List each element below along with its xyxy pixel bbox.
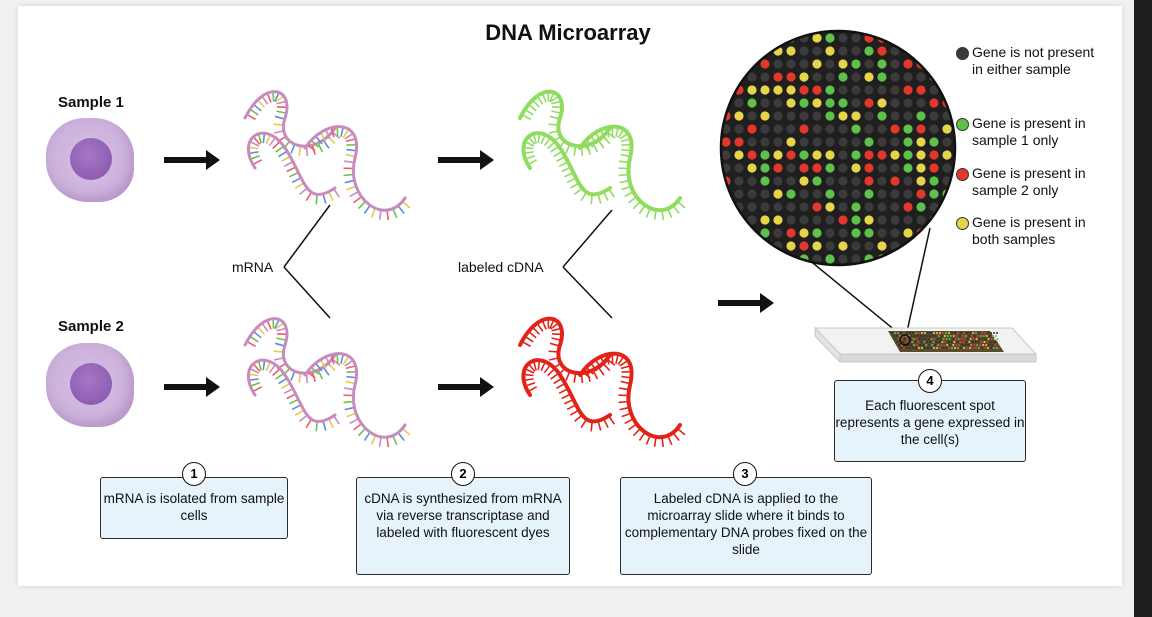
step-1-number: 1 — [182, 462, 206, 486]
step-1-box: mRNA is isolated from sample cells — [100, 477, 288, 539]
legend-item-sample2: Gene is present in sample 2 only — [956, 165, 1106, 199]
mrna-pointer-bottom — [283, 266, 331, 319]
mrna-pointer-top — [283, 204, 331, 268]
microarray-slide — [813, 326, 1038, 364]
nucleus — [70, 363, 112, 405]
cdna-pointer-bottom — [562, 266, 613, 319]
legend-dot-icon — [956, 168, 969, 181]
step-4-text: Each fluorescent spot represents a gene … — [835, 398, 1025, 447]
arrow-right-icon — [438, 377, 494, 397]
step-1-text: mRNA is isolated from sample cells — [103, 491, 285, 523]
page-title: DNA Microarray — [485, 20, 651, 45]
arrow-right-icon — [438, 150, 494, 170]
arrow-right-icon — [164, 150, 220, 170]
sample-2-cell — [46, 343, 134, 427]
legend-dot-icon — [956, 217, 969, 230]
strands-group — [243, 89, 686, 448]
sample-1-cell — [46, 118, 134, 202]
legend-dot-icon — [956, 47, 969, 60]
scrollbar[interactable] — [1134, 0, 1152, 617]
step-4-number: 4 — [918, 369, 942, 393]
step-2-number: 2 — [451, 462, 475, 486]
step-2-box: cDNA is synthesized from mRNA via revers… — [356, 477, 570, 575]
legend-item-sample1: Gene is present in sample 1 only — [956, 115, 1106, 149]
sample-1-label: Sample 1 — [58, 94, 124, 111]
step-2-text: cDNA is synthesized from mRNA via revers… — [364, 491, 562, 540]
zoom-line-right — [905, 227, 931, 337]
legend-dot-icon — [956, 118, 969, 131]
step-4-box: Each fluorescent spot represents a gene … — [834, 380, 1026, 462]
legend-item-absent: Gene is not present in either sample — [956, 44, 1106, 78]
sample-2-label: Sample 2 — [58, 318, 124, 335]
step-3-number: 3 — [733, 462, 757, 486]
step-3-text: Labeled cDNA is applied to the microarra… — [624, 491, 868, 557]
magnified-microarray — [719, 29, 957, 267]
legend-item-both: Gene is present in both samples — [956, 214, 1106, 248]
cdna-label: labeled cDNA — [458, 259, 544, 275]
arrow-right-icon — [164, 377, 220, 397]
mrna-label: mRNA — [232, 259, 274, 275]
arrow-right-icon — [718, 293, 774, 313]
nucleus — [70, 138, 112, 180]
step-3-box: Labeled cDNA is applied to the microarra… — [620, 477, 872, 575]
cdna-pointer-top — [562, 209, 613, 268]
